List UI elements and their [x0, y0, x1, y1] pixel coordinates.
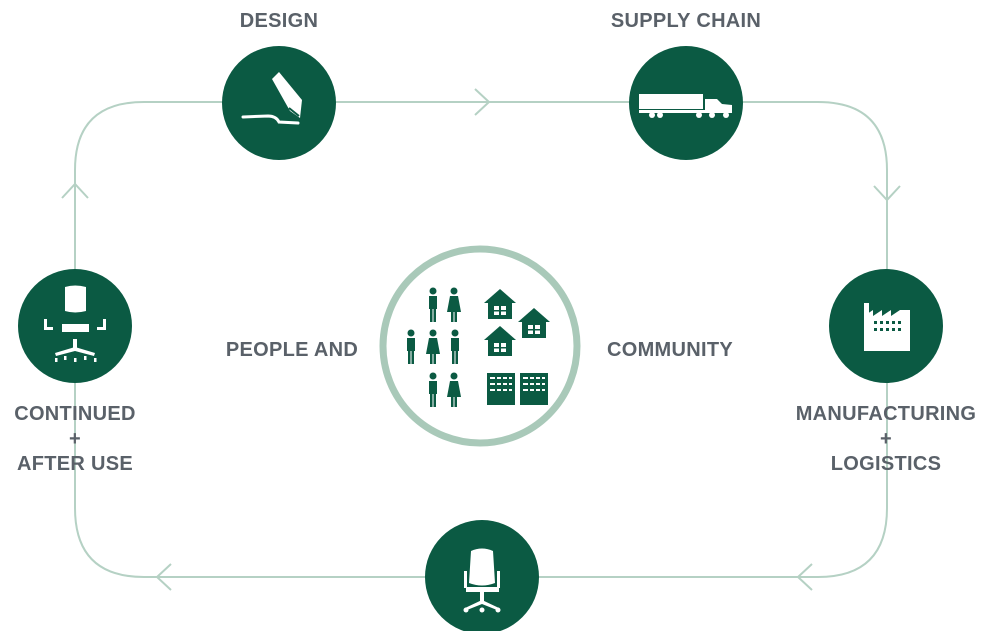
- house-icon: [484, 289, 516, 319]
- design-label: DESIGN: [239, 10, 319, 32]
- supply-chain-node: [629, 46, 743, 160]
- person-icon: [429, 287, 437, 322]
- truck-icon: [639, 94, 732, 118]
- manufacturing-node: [829, 269, 943, 383]
- arrow-up-icon: [61, 182, 89, 199]
- use-node: [425, 520, 539, 631]
- arrow-left-icon: [155, 563, 172, 591]
- person-icon: [447, 287, 461, 322]
- people-and-buildings-icon: [407, 287, 550, 407]
- building-icon: [487, 373, 515, 405]
- office-chair-icon: [463, 548, 501, 613]
- factory-icon: [864, 303, 910, 351]
- after-use-node: [18, 269, 132, 383]
- pencil-icon: [241, 72, 302, 125]
- people-community-ring: [379, 245, 581, 447]
- people-and-label: PEOPLE AND: [225, 339, 359, 361]
- building-icon: [520, 373, 548, 405]
- supply-chain-label: SUPPLY CHAIN: [610, 10, 762, 32]
- design-node: [222, 46, 336, 160]
- person-icon: [447, 372, 461, 407]
- community-label: COMMUNITY: [606, 339, 734, 361]
- continued-after-use-label: CONTINUED + AFTER USE: [14, 403, 136, 475]
- house-icon: [518, 308, 550, 338]
- house-icon: [484, 326, 516, 356]
- arrow-right-icon: [474, 88, 491, 116]
- person-icon: [451, 329, 459, 364]
- disassembled-chair-icon: [44, 285, 106, 362]
- arrow-down-icon: [873, 185, 901, 202]
- person-icon: [426, 329, 440, 364]
- person-icon: [429, 372, 437, 407]
- arrow-left-icon: [796, 563, 813, 591]
- manufacturing-logistics-label: MANUFACTURING + LOGISTICS: [795, 403, 977, 475]
- person-icon: [407, 329, 415, 364]
